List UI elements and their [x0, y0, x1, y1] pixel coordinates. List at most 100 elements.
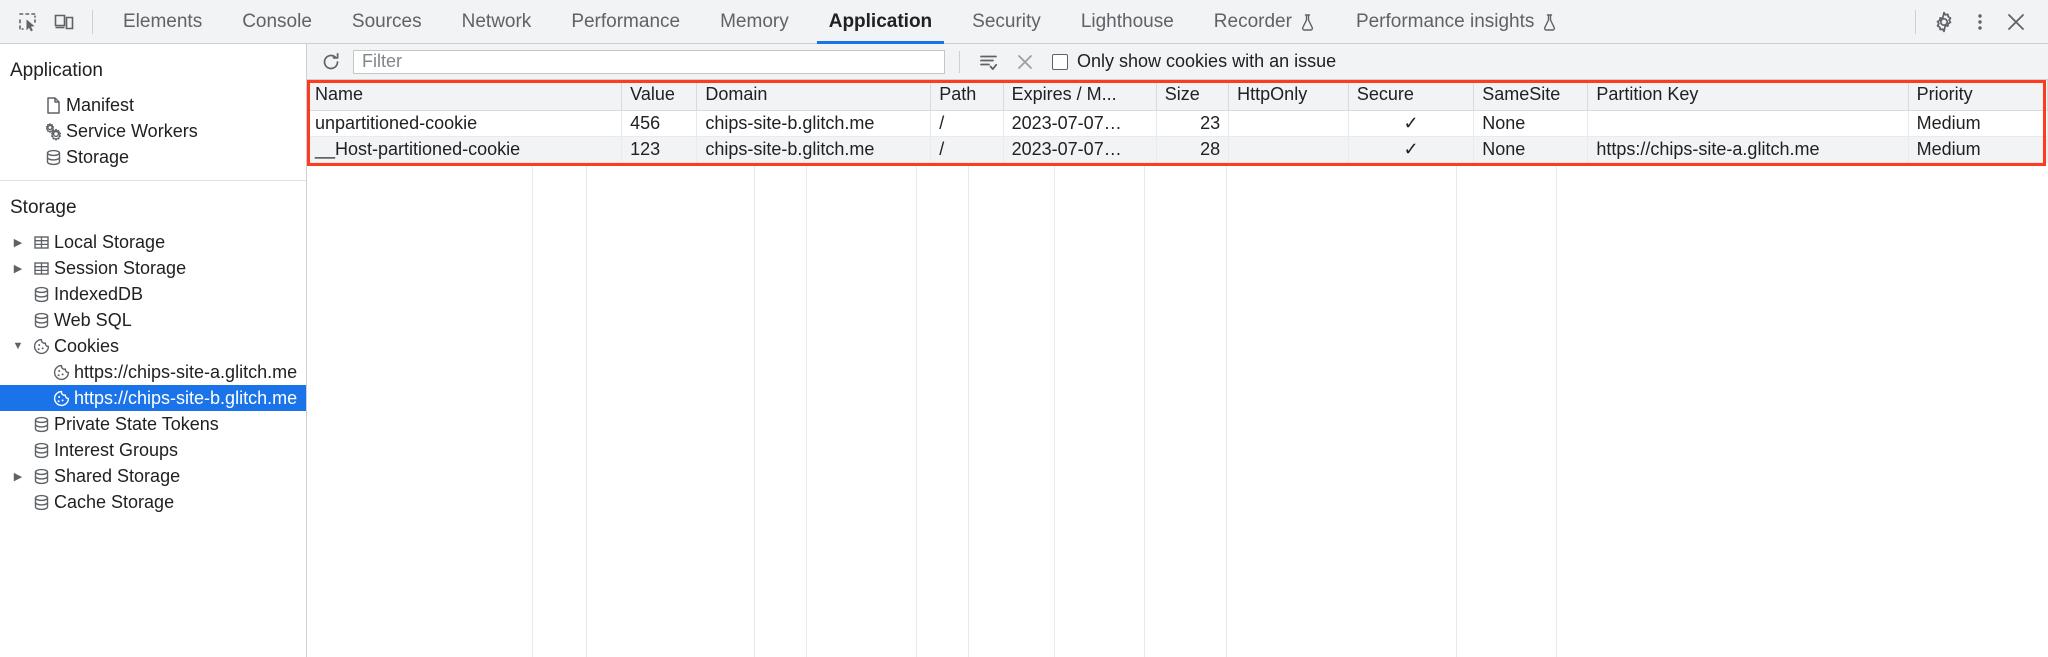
- tab-label: Performance insights: [1355, 10, 1535, 32]
- column-header-name[interactable]: Name: [307, 80, 623, 111]
- sidebar-item-storage[interactable]: Storage: [0, 144, 306, 170]
- cell-name[interactable]: __Host-partitioned-cookie: [307, 136, 623, 163]
- application-section-title: Application: [10, 60, 103, 81]
- chevron-right-icon[interactable]: ▶: [13, 470, 23, 483]
- three-dot-menu-icon[interactable]: [1962, 6, 1998, 38]
- clear-filtered-cookies-icon[interactable]: [974, 49, 1004, 75]
- tab-performance[interactable]: Performance: [551, 0, 700, 44]
- column-header-domain[interactable]: Domain: [696, 80, 932, 111]
- chevron-down-icon[interactable]: ▼: [12, 340, 24, 352]
- cell-value[interactable]: 456: [621, 110, 698, 137]
- application-sidebar: Application Manifest: [0, 44, 307, 657]
- cell-domain[interactable]: chips-site-b.glitch.me: [696, 110, 932, 137]
- column-header-secure[interactable]: Secure: [1348, 80, 1475, 111]
- chevron-right-icon[interactable]: ▶: [13, 236, 23, 249]
- gear-icon[interactable]: [1926, 6, 1962, 38]
- sidebar-item-cookies-chips-site-b[interactable]: https://chips-site-b.glitch.me: [0, 385, 306, 411]
- cell-samesite[interactable]: None: [1473, 136, 1589, 163]
- refresh-icon[interactable]: [317, 49, 345, 75]
- filter-placeholder: Filter: [362, 51, 402, 71]
- only-show-issues-checkbox-row[interactable]: Only show cookies with an issue: [1052, 51, 1336, 72]
- table-row[interactable]: __Host-partitioned-cookie 123 chips-site…: [307, 136, 2048, 163]
- sidebar-item-service-workers[interactable]: Service Workers: [0, 118, 306, 144]
- cell-priority[interactable]: Medium: [1908, 110, 2048, 137]
- sidebar-item-label: Cache Storage: [54, 491, 175, 512]
- sidebar-item-manifest[interactable]: Manifest: [0, 92, 306, 118]
- sidebar-item-web-sql[interactable]: Web SQL: [0, 307, 306, 333]
- toolbar-divider: [92, 9, 93, 34]
- cell-expires[interactable]: 2023-07-07…: [1003, 110, 1157, 137]
- column-header-httponly[interactable]: HttpOnly: [1228, 80, 1349, 111]
- panel-tab-strip: Elements Console Sources Network Perform…: [103, 0, 1905, 44]
- empty-rows-grid: [307, 166, 2048, 657]
- device-toolbar-icon[interactable]: [46, 6, 82, 38]
- cell-path[interactable]: /: [930, 110, 1004, 137]
- sidebar-item-cache-storage[interactable]: Cache Storage: [0, 489, 306, 515]
- sidebar-item-private-state-tokens[interactable]: Private State Tokens: [0, 411, 306, 437]
- cell-partition-key[interactable]: [1587, 110, 1909, 137]
- cell-expires[interactable]: 2023-07-07…: [1003, 136, 1157, 163]
- sidebar-item-label: IndexedDB: [54, 283, 144, 304]
- database-icon: [28, 415, 54, 434]
- cookie-icon: [28, 337, 54, 356]
- cell-httponly[interactable]: [1228, 136, 1349, 163]
- filter-input[interactable]: Filter: [353, 49, 945, 74]
- sidebar-item-cookies-chips-site-a[interactable]: https://chips-site-a.glitch.me: [0, 359, 306, 385]
- tab-performance-insights[interactable]: Performance insights: [1336, 0, 1578, 44]
- cell-size[interactable]: 23: [1156, 110, 1230, 137]
- cell-httponly[interactable]: [1228, 110, 1349, 137]
- sidebar-item-shared-storage[interactable]: ▶ Shared Storage: [0, 463, 306, 489]
- tab-security[interactable]: Security: [952, 0, 1061, 44]
- column-header-expires[interactable]: Expires / M...: [1003, 80, 1157, 111]
- column-header-path[interactable]: Path: [930, 80, 1004, 111]
- sidebar-item-cookies[interactable]: ▼ Cookies: [0, 333, 306, 359]
- cell-secure[interactable]: ✓: [1348, 110, 1475, 137]
- cell-size[interactable]: 28: [1156, 136, 1230, 163]
- inspect-element-icon[interactable]: [10, 6, 46, 38]
- sidebar-item-interest-groups[interactable]: Interest Groups: [0, 437, 306, 463]
- tab-recorder[interactable]: Recorder: [1194, 0, 1336, 44]
- column-header-partition-key[interactable]: Partition Key: [1587, 80, 1909, 111]
- tab-lighthouse[interactable]: Lighthouse: [1061, 0, 1194, 44]
- tab-memory[interactable]: Memory: [700, 0, 809, 44]
- cell-path[interactable]: /: [930, 136, 1004, 163]
- only-show-issues-checkbox[interactable]: [1052, 53, 1068, 70]
- tab-label: Security: [972, 10, 1041, 32]
- close-icon[interactable]: [1998, 6, 2034, 38]
- tab-sources[interactable]: Sources: [332, 0, 442, 44]
- sidebar-item-label: Storage: [66, 146, 130, 167]
- cell-secure[interactable]: ✓: [1348, 136, 1475, 163]
- clear-all-cookies-icon[interactable]: [1010, 49, 1040, 75]
- tab-application[interactable]: Application: [809, 0, 952, 44]
- chevron-right-icon[interactable]: ▶: [13, 262, 23, 275]
- tab-label: Elements: [123, 10, 203, 32]
- sidebar-item-label: Interest Groups: [54, 439, 179, 460]
- cell-samesite[interactable]: None: [1473, 110, 1589, 137]
- cell-name[interactable]: unpartitioned-cookie: [307, 110, 623, 137]
- column-header-value[interactable]: Value: [621, 80, 698, 111]
- gears-icon: [40, 121, 66, 141]
- storage-section-title: Storage: [10, 197, 77, 218]
- column-header-size[interactable]: Size: [1156, 80, 1230, 111]
- sidebar-item-indexeddb[interactable]: IndexedDB: [0, 281, 306, 307]
- tab-console[interactable]: Console: [222, 0, 332, 44]
- cell-domain[interactable]: chips-site-b.glitch.me: [696, 136, 932, 163]
- header-row: Name Value Domain Path Expires / M... Si…: [307, 80, 2048, 111]
- column-header-samesite[interactable]: SameSite: [1473, 80, 1589, 111]
- sidebar-item-session-storage[interactable]: ▶ Session Storage: [0, 255, 306, 281]
- sidebar-item-label: Session Storage: [54, 257, 187, 278]
- cell-value[interactable]: 123: [621, 136, 698, 163]
- cookies-filter-toolbar: Filter Only show cookies with: [307, 44, 2048, 80]
- cookies-table: Name Value Domain Path Expires / M... Si…: [307, 80, 2048, 163]
- cookie-icon: [48, 389, 74, 408]
- cell-partition-key[interactable]: https://chips-site-a.glitch.me: [1587, 136, 1909, 163]
- sidebar-item-local-storage[interactable]: ▶ Local Storage: [0, 229, 306, 255]
- tab-elements[interactable]: Elements: [103, 0, 222, 44]
- sidebar-item-label: Web SQL: [54, 309, 132, 330]
- column-header-priority[interactable]: Priority: [1908, 80, 2048, 111]
- cell-priority[interactable]: Medium: [1908, 136, 2048, 163]
- table-row[interactable]: unpartitioned-cookie 456 chips-site-b.gl…: [307, 110, 2048, 137]
- database-icon: [28, 441, 54, 460]
- tab-network[interactable]: Network: [442, 0, 552, 44]
